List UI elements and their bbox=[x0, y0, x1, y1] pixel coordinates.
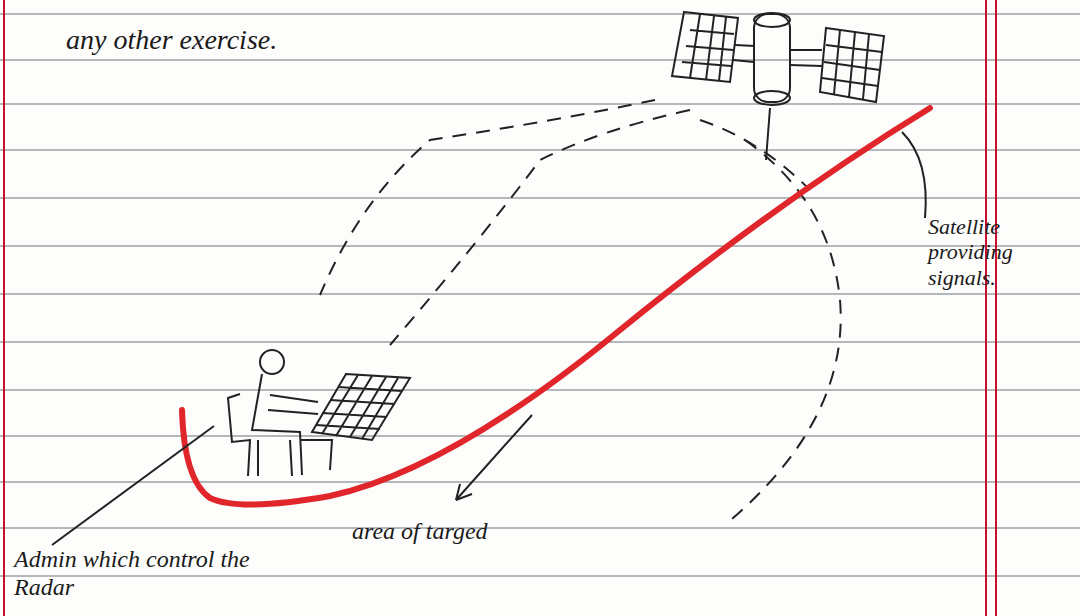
area-label: area of targed bbox=[352, 518, 612, 546]
satellite bbox=[672, 12, 884, 160]
admin-label: Admin which control the Radar bbox=[14, 546, 254, 601]
red-curve bbox=[182, 108, 930, 505]
radar-screen bbox=[312, 374, 410, 440]
note-text: any other exercise. bbox=[66, 24, 486, 56]
satellite-label: Satellite providing signals. bbox=[928, 214, 1076, 290]
admin-figure bbox=[228, 350, 332, 476]
leader-lines bbox=[52, 132, 926, 545]
ruled-lines bbox=[0, 14, 1080, 576]
margin-lines bbox=[4, 0, 996, 616]
signal-arcs bbox=[320, 100, 841, 525]
